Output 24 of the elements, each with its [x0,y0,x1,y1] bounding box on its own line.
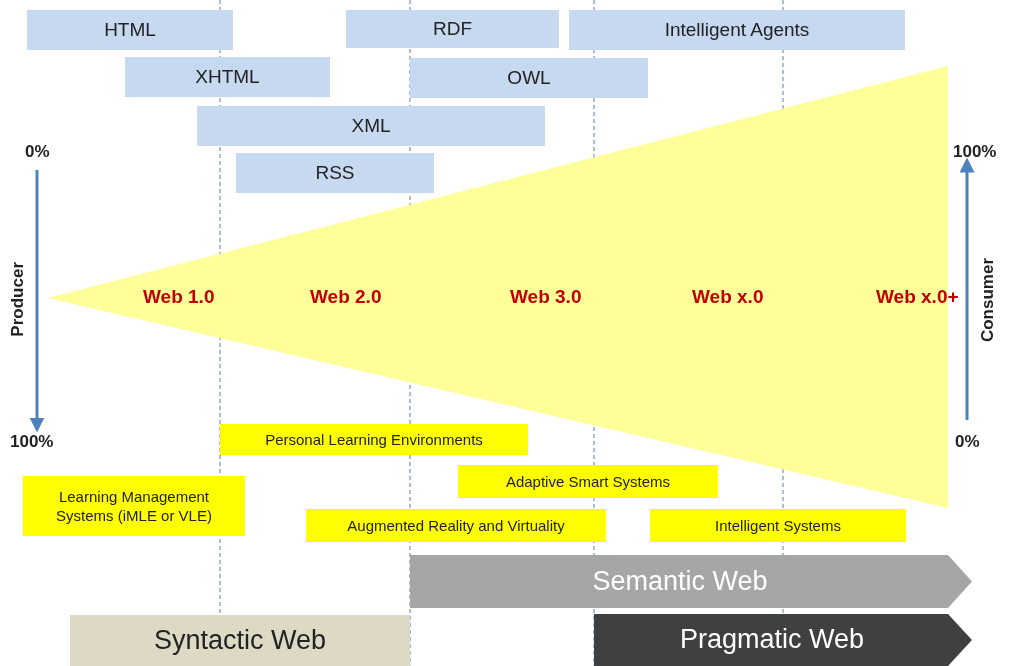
web-phase-bar: Syntactic Web [70,615,410,666]
era-label: Web x.0+ [876,286,959,308]
technology-bar: XML [197,106,545,146]
technology-bar: HTML [27,10,233,50]
application-box: Adaptive Smart Systems [458,465,718,498]
technology-bar: RDF [346,10,559,48]
application-box: Augmented Reality and Virtuality [306,509,606,542]
technology-bar: XHTML [125,57,330,97]
application-box: Learning Management Systems (iMLE or VLE) [23,476,245,536]
technology-bar: Intelligent Agents [569,10,905,50]
era-label: Web 2.0 [310,286,382,308]
percent-label: 0% [25,142,50,162]
technology-bar: RSS [236,153,434,193]
axis-label: Consumer [978,258,998,343]
axis-label: Producer [8,262,28,337]
era-label: Web 1.0 [143,286,215,308]
percent-label: 0% [955,432,980,452]
percent-label: 100% [10,432,54,452]
era-label: Web x.0 [692,286,764,308]
application-box: Intelligent Systems [650,509,906,542]
percent-label: 100% [953,142,997,162]
era-label: Web 3.0 [510,286,582,308]
technology-bar: OWL [410,58,648,98]
application-box: Personal Learning Environments [220,424,528,455]
